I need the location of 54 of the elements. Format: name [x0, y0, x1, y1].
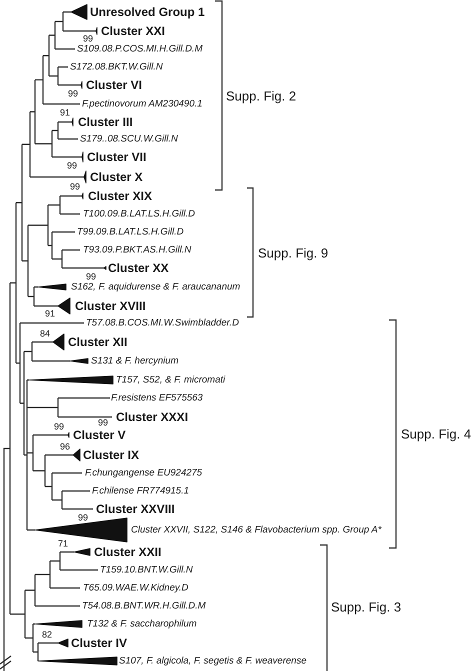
taxon-label: S109.08.P.COS.MI.H.Gill.D.M [77, 44, 202, 54]
taxon-label: F.resistens EF575563 [111, 393, 203, 403]
bootstrap-value: 99 [67, 162, 78, 170]
figure-reference-label: Supp. Fig. 2 [226, 90, 296, 102]
taxon-label: F.chilense FR774915.1 [92, 486, 189, 496]
clade-label: Cluster XXI [101, 25, 166, 37]
taxon-label: T100.09.B.LAT.LS.H.Gill.D [83, 209, 195, 219]
taxon-label: T132 & F. saccharophilum [87, 619, 197, 629]
taxon-label: T65.09.WAE.W.Kidney.D [83, 583, 188, 593]
bootstrap-value: 84 [40, 330, 50, 338]
taxon-label: Cluster XXVII, S122, S146 & Flavobacterium spp. Group A* [131, 525, 382, 535]
clade-label: Cluster XXVIII [96, 503, 175, 515]
clade-label: Cluster XVIII [75, 300, 146, 312]
bootstrap-value: 99 [68, 90, 78, 98]
bootstrap-value: 71 [58, 540, 68, 548]
taxon-label: S162, F. aquidurense & F. araucananum [71, 282, 240, 292]
clade-label: Cluster XIX [88, 190, 152, 202]
clade-label: Cluster III [78, 116, 133, 128]
clade-label: Cluster VI [86, 79, 142, 91]
taxon-label: S179..08.SCU.W.Gill.N [80, 134, 178, 144]
taxon-label: T93.09.P.BKT.AS.H.Gill.N [83, 245, 192, 255]
bootstrap-value: 82 [42, 630, 52, 640]
bootstrap-value: 99 [83, 34, 94, 44]
clade-label: Cluster IV [71, 637, 128, 649]
taxon-label: T159.10.BNT.W.Gill.N [100, 565, 193, 575]
bootstrap-value: 99 [70, 182, 80, 192]
taxon-label: S172.08.BKT.W.Gill.N [70, 62, 163, 72]
bootstrap-value: 99 [78, 514, 88, 522]
clade-label: Cluster IX [83, 449, 140, 461]
clade-label: Cluster XII [68, 336, 128, 348]
bootstrap-value: 99 [86, 272, 96, 282]
bootstrap-value: 96 [60, 442, 70, 452]
taxon-label: T157, S52, & F. micromati [116, 375, 226, 385]
taxon-label: T99.09.B.LAT.LS.H.Gill.D [77, 227, 184, 237]
clade-label: Cluster V [73, 429, 126, 441]
taxon-label: S107, F. algicola, F. segetis & F. weaverense [119, 656, 306, 666]
figure-reference-label: Supp. Fig. 3 [331, 600, 402, 614]
bootstrap-value: 91 [60, 108, 70, 118]
taxon-label: T54.08.B.BNT.WR.H.Gill.D.M [82, 601, 206, 611]
clade-label: Unresolved Group 1 [90, 6, 205, 18]
taxon-label: F.pectinovorum AM230490.1 [82, 99, 202, 109]
bootstrap-value: 99 [54, 422, 64, 432]
clade-label: Cluster VII [87, 151, 146, 163]
clade-label: Cluster XX [108, 262, 169, 274]
clade-label: Cluster XXII [94, 546, 162, 558]
figure-reference-label: Supp. Fig. 4 [401, 428, 472, 440]
clade-label: Cluster XXXI [116, 411, 188, 423]
clade-label: Cluster X [90, 171, 143, 183]
figure-reference-label: Supp. Fig. 9 [258, 246, 328, 260]
taxon-label: F.chungangense EU924275 [85, 468, 202, 478]
taxon-label: S131 & F. hercynium [91, 356, 178, 366]
bootstrap-value: 91 [45, 310, 56, 318]
bootstrap-value: 99 [98, 418, 108, 428]
taxon-label: T57.08.B.COS.MI.W.Swimbladder.D [86, 318, 239, 328]
